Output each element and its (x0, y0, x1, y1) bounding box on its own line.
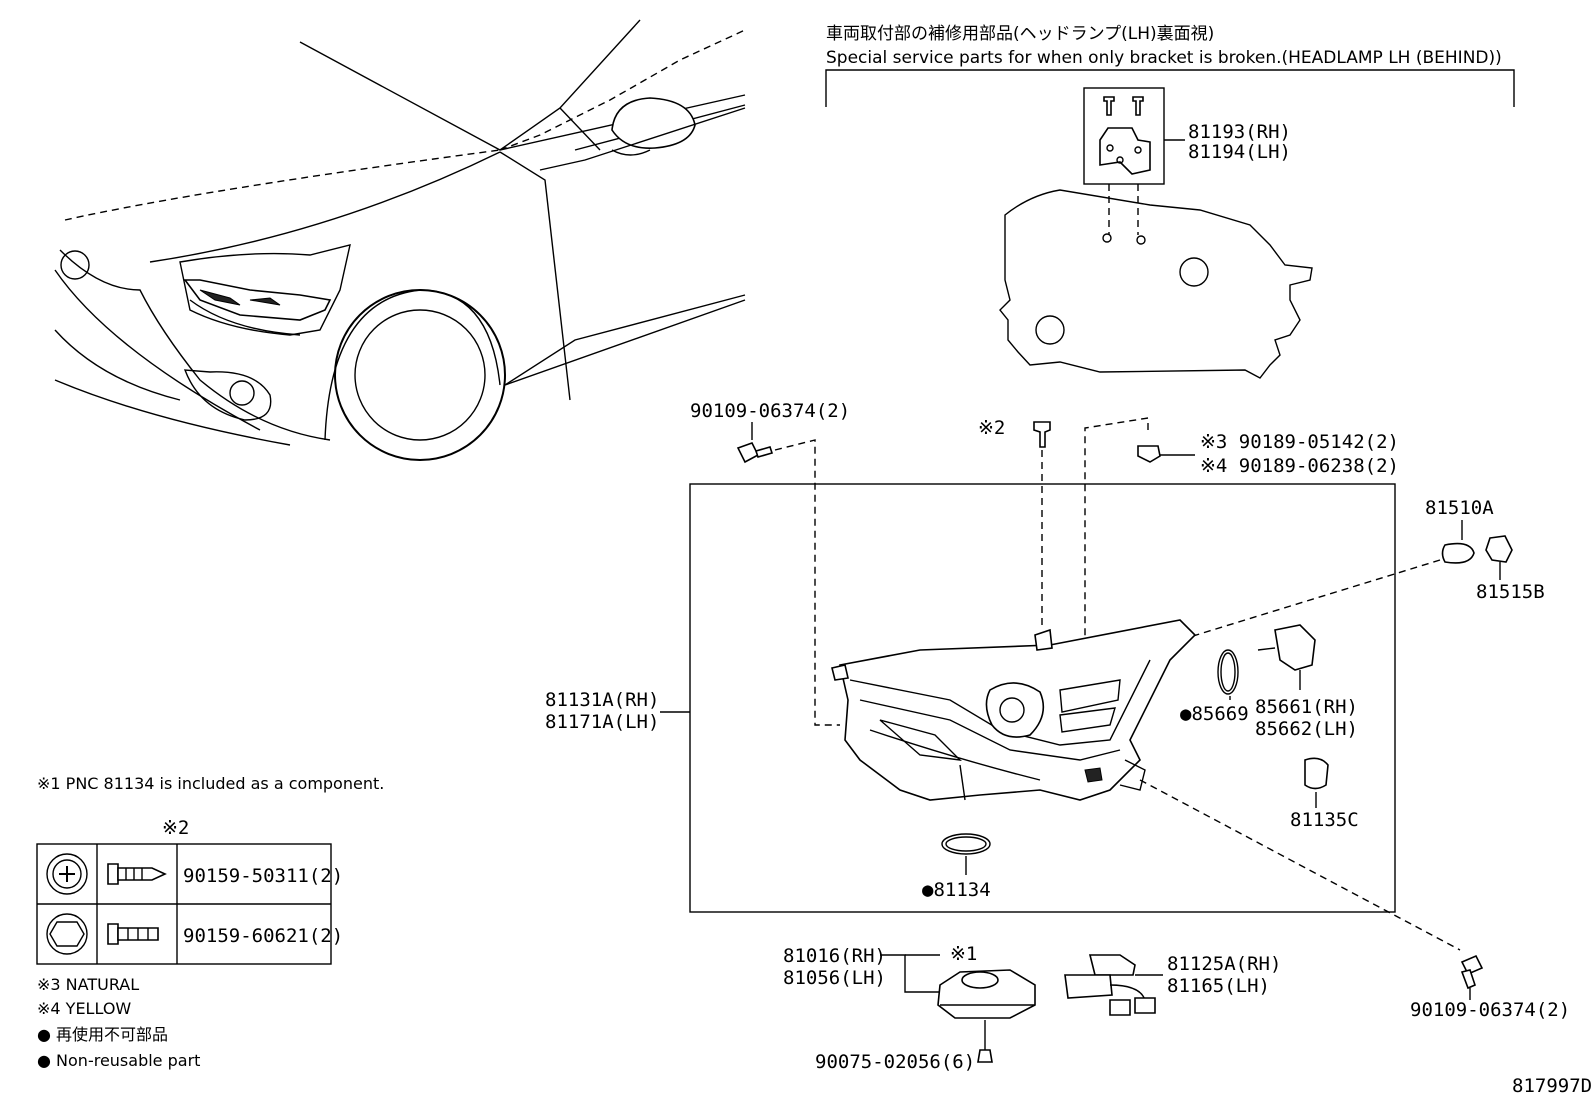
label-81171a: 81171A(LH) (545, 711, 659, 733)
clip-90189: ※3 90189-05142(2) ※4 90189-06238(2) (1084, 417, 1399, 640)
table-mark: ※2 (162, 817, 189, 839)
note-yellow: ※4 YELLOW (37, 999, 131, 1018)
special-service-header: 車両取付部の補修用部品(ヘッドランプ(LH)裏面視) Special servi… (825, 23, 1515, 107)
leveling-motor: 85661(RH) 85662(LH) (1255, 624, 1358, 740)
label-81125a: 81125A(RH) (1167, 953, 1281, 975)
gasket-81134: ●81134 (922, 833, 991, 901)
label-85662: 85662(LH) (1255, 718, 1358, 740)
cap-81135c: 81135C (1290, 757, 1359, 831)
label-81515b: 81515B (1476, 581, 1545, 603)
bulb-socket: 81510A 81515B (1179, 497, 1545, 641)
label-90109-top: 90109-06374(2) (690, 400, 850, 422)
headlamp-housing-behind (999, 189, 1313, 379)
row1-part-number: 90159-50311(2) (183, 865, 343, 887)
label-85661: 85661(RH) (1255, 696, 1358, 718)
legend-nonreusable-jp: ● 再使用不可部品 (37, 1025, 168, 1044)
label-81056: 81056(LH) (783, 967, 886, 989)
label-81016: 81016(RH) (783, 945, 886, 967)
label-81131a: 81131A(RH) (545, 689, 659, 711)
assembly-box (689, 483, 1396, 913)
label-81193: 81193(RH) (1188, 121, 1291, 143)
label-81510a: 81510A (1425, 497, 1494, 519)
label-mark1: ※1 (950, 943, 977, 965)
bracket-kit: 81193(RH) 81194(LH) (1083, 87, 1291, 235)
header-title-en: Special service parts for when only brac… (826, 48, 1502, 68)
label-81194: 81194(LH) (1188, 141, 1291, 163)
bolt-90109-bottom: 90109-06374(2) (1410, 954, 1570, 1021)
label-mark2-top: ※2 (978, 417, 1005, 439)
label-81165: 81165(LH) (1167, 975, 1270, 997)
label-85669: ●85669 (1180, 703, 1249, 725)
wire-harness: 81125A(RH) 81165(LH) (1064, 953, 1281, 1016)
oring-85669: ●85669 (1180, 649, 1249, 725)
legend-nonreusable-en: ● Non-reusable part (37, 1051, 200, 1070)
bracket-frame (825, 69, 1515, 107)
car-front-illustration (54, 19, 746, 461)
row2-part-number: 90159-60621(2) (183, 925, 343, 947)
ballast-computer: 81016(RH) 81056(LH) ※1 90075-02056(6) (783, 943, 1036, 1073)
note-pnc: ※1 PNC 81134 is included as a component. (37, 774, 384, 793)
note-natural: ※3 NATURAL (37, 975, 139, 994)
bolt-90109-top: 90109-06374(2) (690, 400, 850, 726)
label-81134: ●81134 (922, 879, 991, 901)
label-81135c: 81135C (1290, 809, 1359, 831)
screw-table: 90159-50311(2) 90159-60621(2) (36, 843, 343, 965)
header-title-jp: 車両取付部の補修用部品(ヘッドランプ(LH)裏面視) (826, 23, 1214, 44)
label-90189-b: ※4 90189-06238(2) (1200, 455, 1399, 477)
label-90109-bottom: 90109-06374(2) (1410, 999, 1570, 1021)
notes: ※1 PNC 81134 is included as a component.… (36, 774, 384, 1070)
screw-mark2: ※2 (978, 417, 1051, 630)
label-90189-a: ※3 90189-05142(2) (1200, 431, 1399, 453)
headlamp-assembly: 81131A(RH) 81171A(LH) (545, 619, 1461, 951)
label-90075: 90075-02056(6) (815, 1051, 975, 1073)
drawing-number: 817997D (1512, 1075, 1592, 1097)
